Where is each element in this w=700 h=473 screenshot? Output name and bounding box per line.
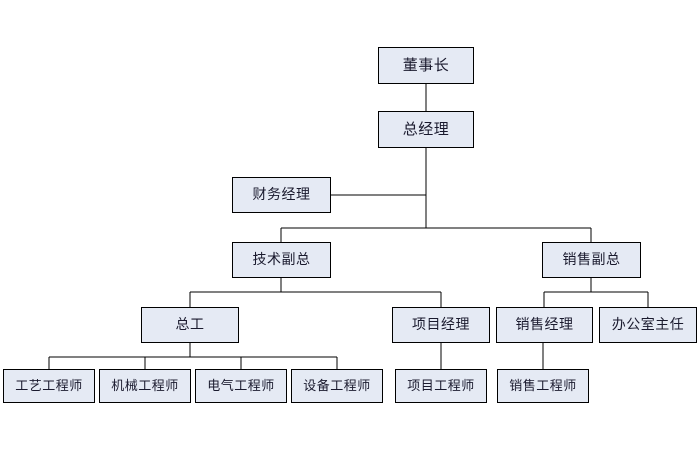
node-label-sales-vp: 销售副总 xyxy=(562,252,621,268)
node-label-sales-manager: 销售经理 xyxy=(515,317,574,333)
node-project-manager[interactable]: 项目经理 xyxy=(392,307,490,343)
node-process-engineer[interactable]: 工艺工程师 xyxy=(3,369,95,403)
node-tech-vp[interactable]: 技术副总 xyxy=(232,242,331,278)
node-equipment-engineer[interactable]: 设备工程师 xyxy=(291,369,383,403)
node-label-finance-manager: 财务经理 xyxy=(252,187,311,203)
node-label-mechanical-engineer: 机械工程师 xyxy=(111,378,179,394)
node-project-engineer[interactable]: 项目工程师 xyxy=(395,369,487,403)
node-finance-manager[interactable]: 财务经理 xyxy=(232,177,331,213)
node-chief-engineer[interactable]: 总工 xyxy=(141,307,239,343)
node-label-chairman: 董事长 xyxy=(402,56,450,74)
node-mechanical-engineer[interactable]: 机械工程师 xyxy=(99,369,191,403)
node-label-process-engineer: 工艺工程师 xyxy=(15,378,83,394)
node-label-sales-engineer: 销售工程师 xyxy=(509,378,577,394)
node-electrical-engineer[interactable]: 电气工程师 xyxy=(195,369,287,403)
node-label-chief-engineer: 总工 xyxy=(175,317,205,333)
node-label-equipment-engineer: 设备工程师 xyxy=(303,378,371,394)
node-label-tech-vp: 技术副总 xyxy=(252,252,311,268)
node-sales-engineer[interactable]: 销售工程师 xyxy=(497,369,589,403)
node-sales-vp[interactable]: 销售副总 xyxy=(542,242,641,278)
node-office-director[interactable]: 办公室主任 xyxy=(599,307,697,343)
node-label-electrical-engineer: 电气工程师 xyxy=(207,378,275,394)
node-sales-manager[interactable]: 销售经理 xyxy=(496,307,593,343)
node-label-project-manager: 项目经理 xyxy=(412,317,470,333)
node-label-project-engineer: 项目工程师 xyxy=(407,378,475,394)
node-chairman[interactable]: 董事长 xyxy=(378,47,474,84)
node-label-general-manager: 总经理 xyxy=(402,120,450,138)
node-general-manager[interactable]: 总经理 xyxy=(378,111,474,148)
node-label-office-director: 办公室主任 xyxy=(611,317,685,333)
